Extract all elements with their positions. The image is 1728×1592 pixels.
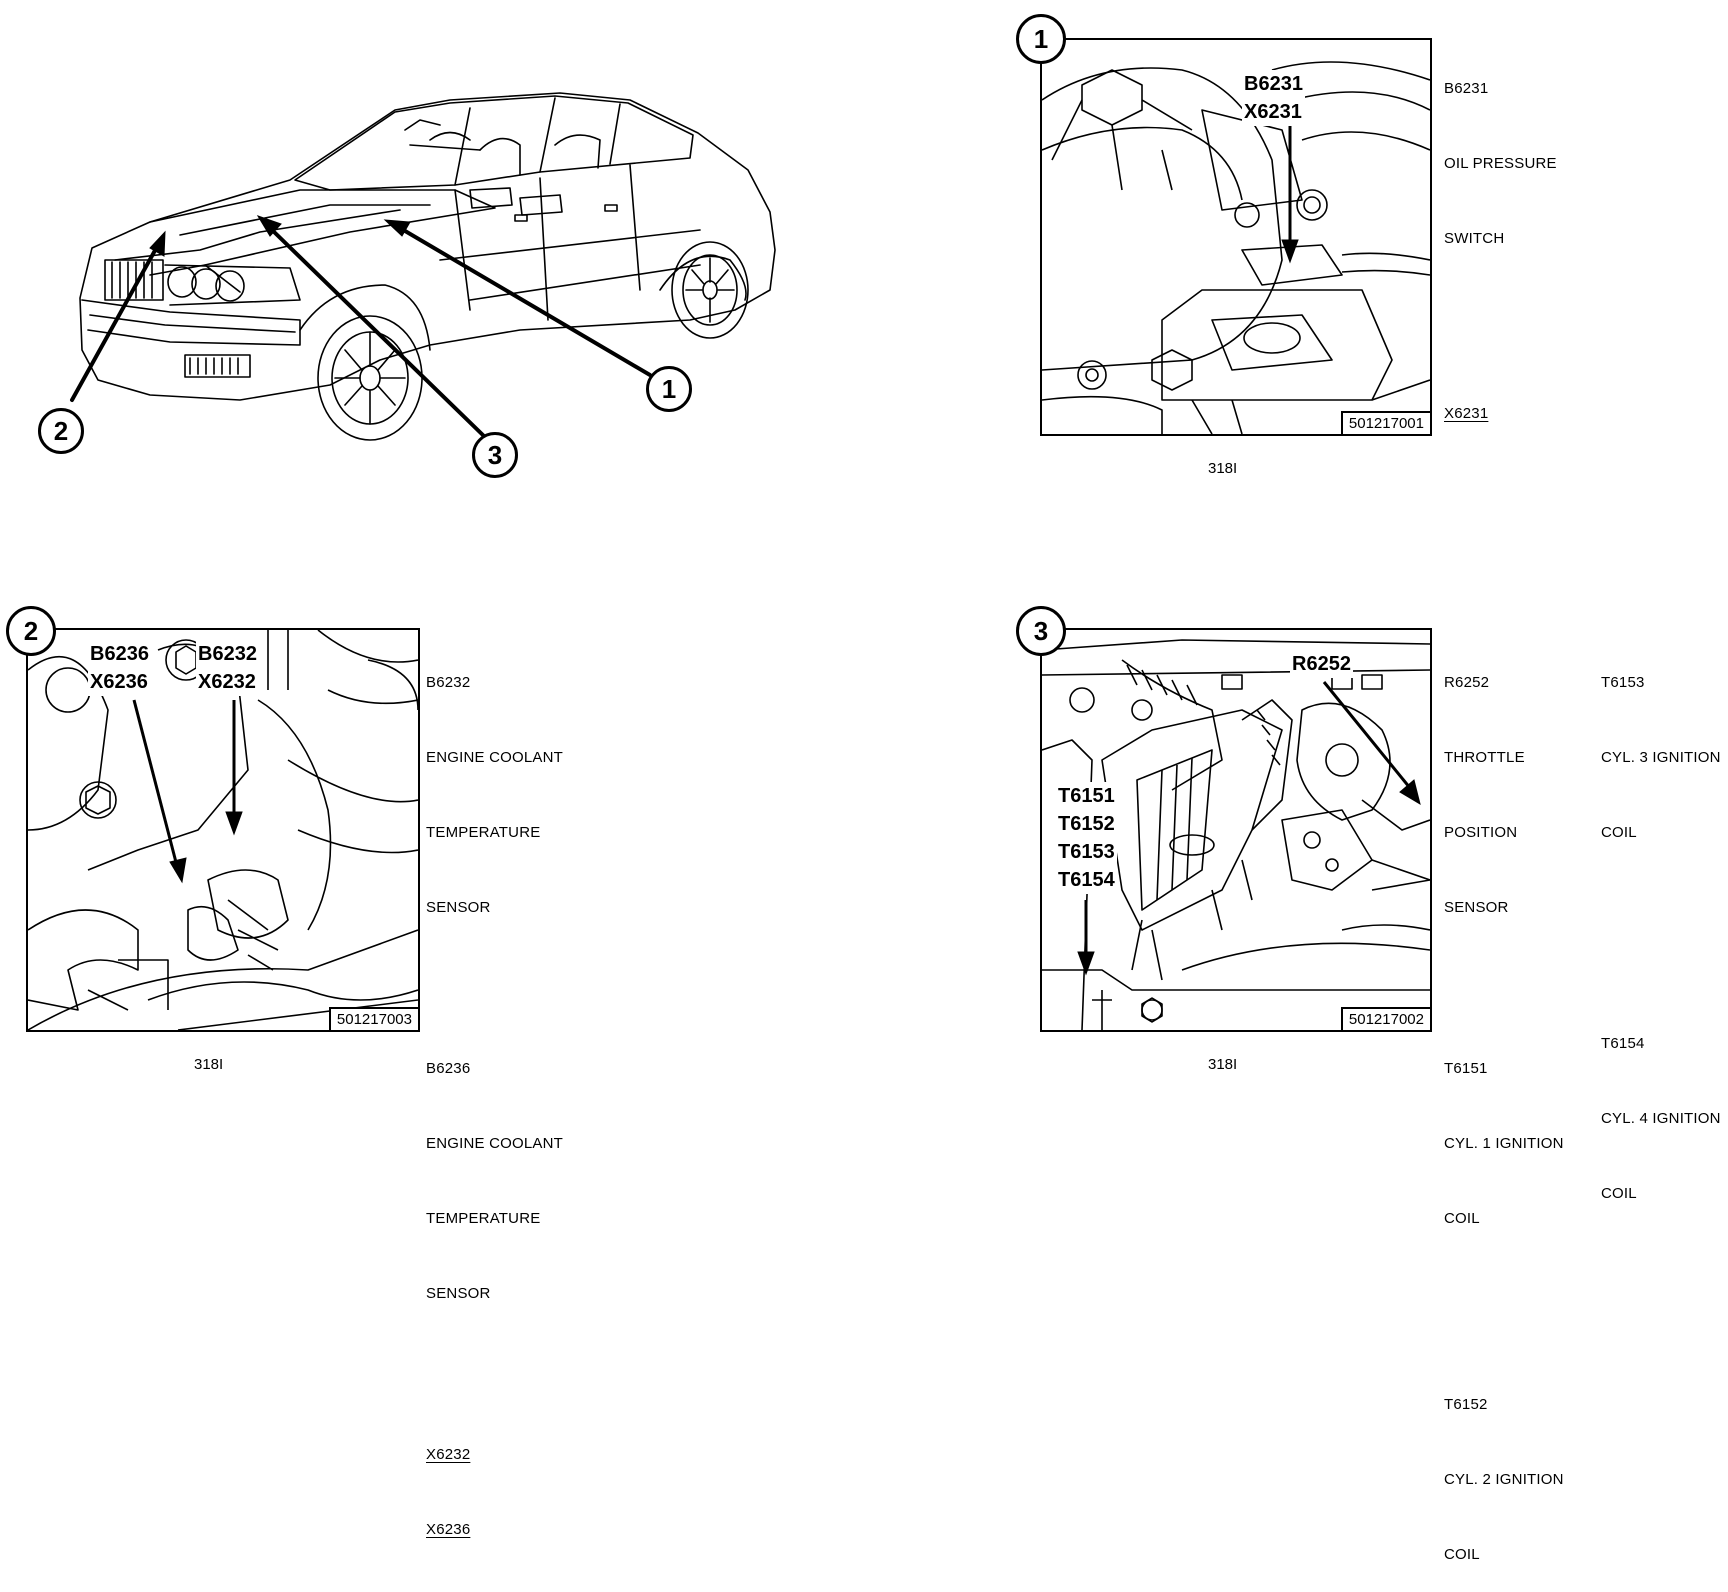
panel2-caption: 318I (194, 1056, 224, 1073)
panel3-legend-col2: T6153 CYL. 3 IGNITION COIL T6154 CYL. 4 … (1601, 620, 1721, 1231)
panel3-code-t6153: T6153 (1056, 838, 1117, 866)
panel3-code-r6252: R6252 (1290, 650, 1353, 678)
car-callout-3: 3 (472, 432, 518, 478)
panel3-code-t6152: T6152 (1056, 810, 1117, 838)
legend-desc-r6252-line3: SENSOR (1444, 899, 1509, 916)
panel2-legend: B6232 ENGINE COOLANT TEMPERATURE SENSOR … (426, 620, 563, 1567)
legend-desc-t6153-line1: CYL. 3 IGNITION (1601, 749, 1721, 766)
detail-panel-2: B6236 X6236 B6232 X6232 501217003 (26, 628, 420, 1032)
legend-desc-b6236-line1: ENGINE COOLANT (426, 1135, 563, 1152)
legend-code-x6231: X6231 (1444, 405, 1489, 422)
legend-desc-t6152-line2: COIL (1444, 1546, 1480, 1563)
detail-panel-1: B6231 X6231 501217001 (1040, 38, 1432, 436)
legend-desc-b6236-line2: TEMPERATURE (426, 1210, 541, 1227)
panel1-code-b: B6231 (1242, 70, 1305, 98)
legend-desc-b6232-line2: TEMPERATURE (426, 824, 541, 841)
panel2-code-b6236: B6236 (88, 640, 151, 668)
panel2-code-x6236: X6236 (88, 668, 150, 696)
ignition-coil-throttle-drawing (1042, 639, 1430, 1030)
panel3-legend-col1: R6252 THROTTLE POSITION SENSOR T6151 CYL… (1444, 620, 1564, 1592)
legend-code-x6236: X6236 (426, 1521, 471, 1538)
detail-panel-3: R6252 T6151 T6152 T6153 T6154 501217002 (1040, 628, 1432, 1032)
legend-desc-b6231-line2: SWITCH (1444, 230, 1505, 247)
legend-desc-t6153-line2: COIL (1601, 824, 1637, 841)
legend-code-t6153: T6153 (1601, 674, 1645, 691)
legend-desc-b6232-line3: SENSOR (426, 899, 491, 916)
legend-code-t6152: T6152 (1444, 1396, 1488, 1413)
legend-code-t6154: T6154 (1601, 1035, 1645, 1052)
panel3-callout: 3 (1016, 606, 1066, 656)
legend-desc-t6152-line1: CYL. 2 IGNITION (1444, 1471, 1564, 1488)
panel1-code-x: X6231 (1242, 98, 1304, 126)
legend-desc-t6154-line2: COIL (1601, 1185, 1637, 1202)
panel3-code-t6151: T6151 (1056, 782, 1117, 810)
panel3-caption: 318I (1208, 1056, 1238, 1073)
legend-desc-b6236-line3: SENSOR (426, 1285, 491, 1302)
legend-code-b6231: B6231 (1444, 80, 1489, 97)
panel1-callout: 1 (1016, 14, 1066, 64)
legend-desc-t6151-line2: COIL (1444, 1210, 1480, 1227)
legend-code-t6151: T6151 (1444, 1060, 1488, 1077)
legend-code-b6232: B6232 (426, 674, 471, 691)
legend-code-r6252: R6252 (1444, 674, 1490, 691)
panel1-caption: 318I (1208, 460, 1238, 477)
car-outline-drawing (70, 92, 776, 442)
legend-desc-t6151-line1: CYL. 1 IGNITION (1444, 1135, 1564, 1152)
panel1-legend: B6231 OIL PRESSURE SWITCH X6231 (1444, 26, 1557, 451)
legend-desc-b6232-line1: ENGINE COOLANT (426, 749, 563, 766)
oil-pressure-switch-drawing (1042, 61, 1430, 434)
panel3-reference-number: 501217002 (1340, 1007, 1430, 1030)
legend-desc-r6252-line1: THROTTLE (1444, 749, 1525, 766)
legend-code-b6236: B6236 (426, 1060, 471, 1077)
car-callout-1: 1 (646, 366, 692, 412)
legend-desc-r6252-line2: POSITION (1444, 824, 1518, 841)
panel3-code-t6154: T6154 (1056, 866, 1117, 894)
legend-code-x6232: X6232 (426, 1446, 471, 1463)
legend-desc-b6231-line1: OIL PRESSURE (1444, 155, 1557, 172)
panel2-callout: 2 (6, 606, 56, 656)
car-callout-2: 2 (38, 408, 84, 454)
panel2-code-x6232: X6232 (196, 668, 258, 696)
panel2-code-b6232: B6232 (196, 640, 259, 668)
panel2-reference-number: 501217003 (328, 1007, 418, 1030)
panel1-reference-number: 501217001 (1340, 411, 1430, 434)
legend-desc-t6154-line1: CYL. 4 IGNITION (1601, 1110, 1721, 1127)
